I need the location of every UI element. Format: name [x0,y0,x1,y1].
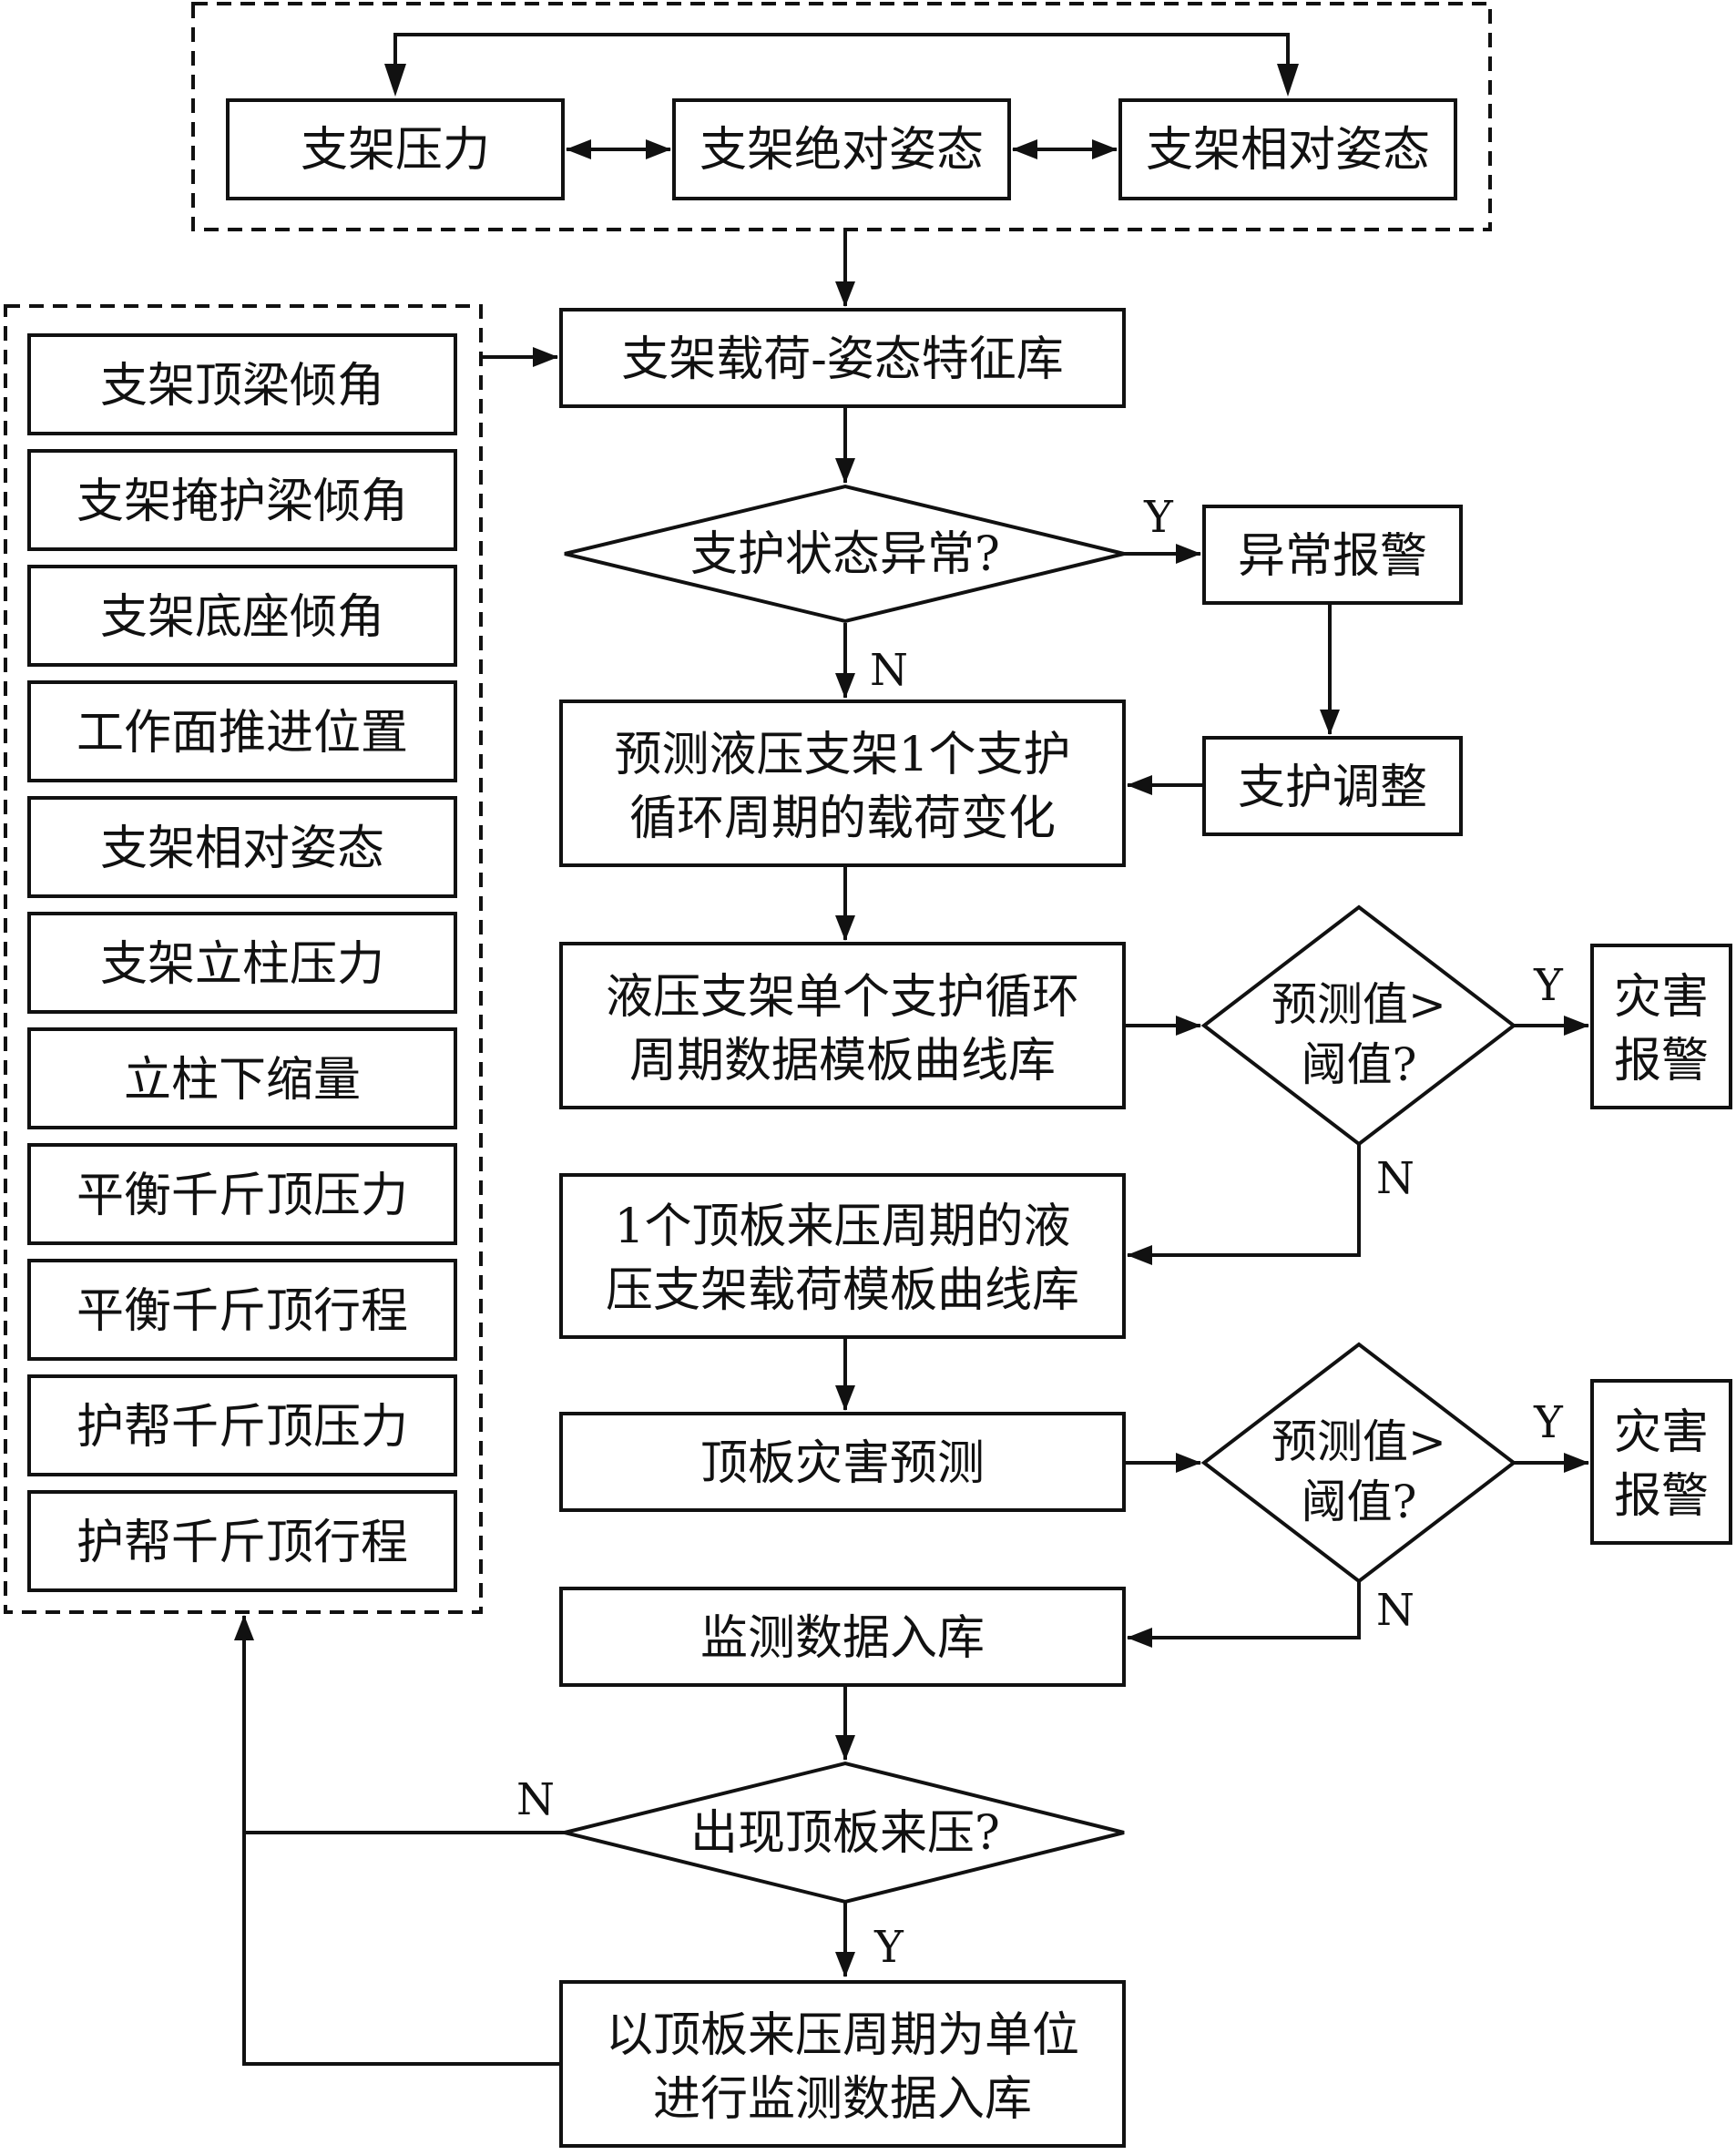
roof-prediction-label: 顶板灾害预测 [700,1436,985,1491]
left-parameter-group [4,304,483,1614]
param-box-0 [27,333,457,435]
top-bracket-arrow-right [1277,64,1299,97]
abnormal-alarm-box [1202,505,1463,605]
param-box-6 [27,1027,457,1129]
disaster-alarm-box-1 [1590,944,1732,1109]
period-store-feedback-path [242,1833,561,2066]
threshold-1-label-line1: 预测值> [1271,978,1446,1031]
threshold-2-label-line2: 阈值? [1302,1476,1417,1528]
abnormal-no-label: N [870,645,908,696]
top-bracket-line [393,33,1290,69]
monitor-store-box [559,1587,1126,1687]
threshold-1-yes-label: Y [1533,960,1564,1011]
relative-attitude-box [1118,98,1457,200]
param-box-2 [27,565,457,667]
template-library-box [559,942,1126,1109]
disaster-alarm-1-line1: 灾害 [1614,970,1709,1025]
threshold-1-no-path [1127,1144,1361,1265]
template-label-line2: 周期数据模板曲线库 [629,1034,1056,1088]
feature-library-box [559,308,1126,408]
param-box-9 [27,1374,457,1476]
monitor-store-label: 监测数据入库 [700,1611,985,1666]
param-label-7: 平衡千斤顶压力 [77,1169,408,1223]
period-store-line1: 以顶板来压周期为单位 [606,2008,1079,2063]
disaster-alarm-1-line2: 报警 [1614,1034,1709,1088]
threshold-2-yes-label: Y [1533,1397,1564,1448]
roof-pressure-decision-label: 出现顶板来压? [690,1806,1000,1861]
predict-box [559,700,1126,867]
predict-label-line1: 预测液压支架1个支护 [614,728,1070,782]
template-label-line1: 液压支架单个支护循环 [606,970,1079,1025]
roof-template-line2: 压支架载荷模板曲线库 [606,1263,1079,1318]
roof-template-box [559,1173,1126,1339]
roof-pressure-yes-label: Y [873,1922,904,1973]
feature-library-label: 支架载荷-姿态特征库 [621,332,1064,387]
param-label-9: 护帮千斤顶压力 [77,1400,408,1455]
param-label-6: 立柱下缩量 [124,1053,361,1108]
param-label-10: 护帮千斤顶行程 [77,1516,408,1570]
disaster-alarm-2-line2: 报警 [1614,1469,1709,1524]
support-adjust-label: 支护调整 [1238,761,1427,815]
absolute-attitude-box [672,98,1011,200]
pressure-box [226,98,565,200]
param-box-1 [27,449,457,551]
param-label-8: 平衡千斤顶行程 [77,1284,408,1339]
param-box-10 [27,1490,457,1592]
predict-label-line2: 循环周期的载荷变化 [629,792,1056,846]
absolute-attitude-label: 支架绝对姿态 [700,123,984,178]
roof-pressure-no-label: N [516,1774,555,1825]
roof-template-line1: 1个顶板来压周期的液 [614,1200,1070,1254]
top-bracket-arrow-left [384,64,406,97]
relative-attitude-label: 支架相对姿态 [1146,123,1430,178]
roof-pressure-decision-diamond [564,1761,1125,1905]
param-label-0: 支架顶梁倾角 [100,359,384,414]
param-label-3: 工作面推进位置 [77,706,408,761]
threshold-1-no-label: N [1376,1153,1414,1204]
threshold-2-no-path [1127,1581,1361,1648]
param-box-4 [27,796,457,898]
threshold-2-no-label: N [1376,1585,1414,1636]
threshold-2-label-line1: 预测值> [1271,1415,1446,1468]
disaster-alarm-2-line1: 灾害 [1614,1405,1709,1460]
param-box-7 [27,1143,457,1245]
support-adjust-box [1202,736,1463,836]
param-box-5 [27,912,457,1014]
param-box-3 [27,680,457,782]
period-store-box [559,1980,1126,2148]
abnormal-yes-label: Y [1143,492,1174,543]
left-parameter-list: 支架顶梁倾角 支架掩护梁倾角 支架底座倾角 工作面推进位置 支架相对姿态 支架立… [27,333,457,1592]
threshold-1-label-line2: 阈值? [1302,1038,1417,1091]
abnormal-alarm-label: 异常报警 [1238,529,1427,584]
period-store-line2: 进行监测数据入库 [653,2072,1032,2127]
param-label-2: 支架底座倾角 [100,590,384,645]
param-box-8 [27,1259,457,1361]
param-label-1: 支架掩护梁倾角 [77,475,408,529]
param-label-5: 支架立柱压力 [100,937,384,992]
pressure-label: 支架压力 [301,123,490,178]
top-sensor-group [191,2,1492,231]
roof-prediction-box [559,1412,1126,1512]
abnormal-decision-label: 支护状态异常? [690,527,1000,582]
param-label-4: 支架相对姿态 [100,822,384,876]
disaster-alarm-box-2 [1590,1379,1732,1545]
